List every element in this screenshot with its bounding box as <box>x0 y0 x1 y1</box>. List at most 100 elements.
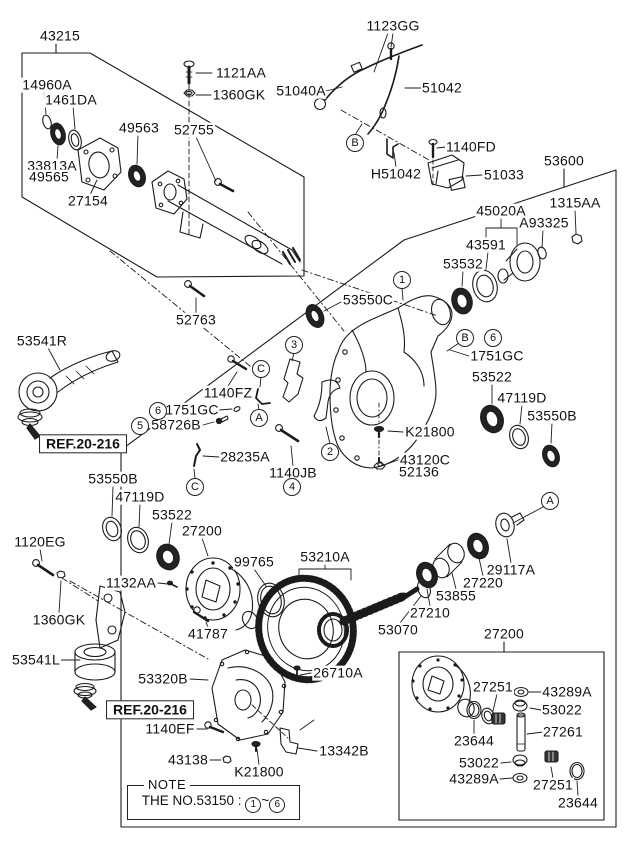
part-label-27200-box: 27200 <box>483 625 525 642</box>
part-label-23644-2: 23644 <box>557 794 599 811</box>
part-label-52755: 52755 <box>173 121 215 138</box>
part-label-53532: 53532 <box>442 255 484 272</box>
part-label-K21800-mid: K21800 <box>404 423 456 440</box>
mid-bracket-icons <box>193 355 341 467</box>
idler-arm-upper-drawing <box>17 350 121 440</box>
part-label-1120EG: 1120EG <box>13 533 67 550</box>
part-label-K21800-bottom: K21800 <box>233 763 285 780</box>
marker-C-mid: C <box>252 360 270 378</box>
harness-drawing <box>313 42 466 191</box>
part-label-13342B: 13342B <box>318 742 370 759</box>
part-label-99765: 99765 <box>233 553 275 570</box>
part-label-53541L: 53541L <box>11 651 61 668</box>
part-label-27220: 27220 <box>462 574 504 591</box>
part-label-29117A: 29117A <box>485 561 537 578</box>
part-label-1140FD: 1140FD <box>445 138 497 155</box>
part-label-1751GC-right: 1751GC <box>469 347 525 364</box>
part-label-53550C: 53550C <box>341 291 395 308</box>
part-label-27251-1: 27251 <box>472 678 514 695</box>
diff-case-left-drawing <box>166 557 285 631</box>
part-label-53600: 53600 <box>543 152 585 169</box>
part-label-26710A: 26710A <box>312 664 364 681</box>
part-label-53070: 53070 <box>377 621 419 638</box>
marker-no3: 3 <box>285 336 303 354</box>
note-body: THE NO.53150 : 1~6 <box>128 793 299 813</box>
marker-no2: 2 <box>321 443 339 461</box>
part-label-47119D-left: 47119D <box>114 488 166 505</box>
part-label-1315AA: 1315AA <box>548 194 602 211</box>
axle-tube-drawing <box>42 114 301 265</box>
part-label-53522-right: 53522 <box>471 368 513 385</box>
frame-box-53600 <box>120 167 617 828</box>
part-label-49563: 49563 <box>118 119 160 136</box>
part-label-52136: 52136 <box>398 463 440 480</box>
part-label-43289A-1: 43289A <box>541 683 593 700</box>
part-label-14960A: 14960A <box>21 76 73 93</box>
cover-drawing <box>204 649 315 764</box>
part-label-27154: 27154 <box>67 192 109 209</box>
marker-no1: 1 <box>393 271 411 289</box>
part-label-1751GC-mid: 1751GC <box>164 401 220 418</box>
note-title: NOTE <box>144 777 191 792</box>
marker-A-right: A <box>541 492 559 510</box>
part-label-43120C: 43120C <box>398 451 452 468</box>
part-label-43591: 43591 <box>465 236 507 253</box>
left-seal-stack <box>102 516 180 571</box>
marker-no5: 5 <box>131 417 149 435</box>
note-prefix: THE NO.53150 : <box>141 793 242 808</box>
part-label-53022-1: 53022 <box>541 701 583 718</box>
subbox-diff-case-drawing <box>411 655 585 784</box>
part-label-45020A: 45020A <box>475 202 527 219</box>
part-label-53541R: 53541R <box>15 332 69 349</box>
note-range-start-circle: 1 <box>245 797 262 813</box>
part-label-49565: 49565 <box>28 168 70 185</box>
ref-label-ref-lower: REF.20-216 <box>106 700 194 720</box>
part-label-1461DA: 1461DA <box>44 91 98 108</box>
part-label-A93325: A93325 <box>518 214 570 231</box>
part-label-1123GG: 1123GG <box>365 17 421 34</box>
part-label-27261: 27261 <box>542 723 584 740</box>
part-label-1132AA: 1132AA <box>105 574 157 591</box>
construction-lines <box>61 84 439 739</box>
part-label-53022-2: 53022 <box>458 754 500 771</box>
part-label-43289A-2: 43289A <box>448 770 500 787</box>
part-label-58726B: 58726B <box>150 416 202 433</box>
part-label-1360GK-top: 1360GK <box>211 86 267 103</box>
part-label-43215: 43215 <box>39 27 81 44</box>
part-label-23644-1: 23644 <box>453 732 495 749</box>
part-label-41787: 41787 <box>187 625 229 642</box>
marker-B-mid: B <box>456 329 474 347</box>
marker-no6-right: 6 <box>484 329 502 347</box>
ref-label-ref-upper: REF.20-216 <box>39 434 127 454</box>
part-label-1140FZ: 1140FZ <box>202 384 254 401</box>
part-label-28235A: 28235A <box>219 448 271 465</box>
marker-B-top: B <box>346 134 364 152</box>
part-label-27200-left: 27200 <box>181 522 223 539</box>
part-label-51033: 51033 <box>483 166 525 183</box>
right-seal-stack <box>373 404 560 470</box>
part-label-27251-2: 27251 <box>532 776 574 793</box>
marker-no4: 4 <box>283 478 301 496</box>
part-label-51042: 51042 <box>421 79 463 96</box>
diff-housing-drawing <box>305 295 453 469</box>
part-label-1121AA: 1121AA <box>215 64 267 81</box>
spider-kit-icons <box>466 686 585 784</box>
bolt-icons-top <box>183 60 235 298</box>
part-label-27210: 27210 <box>409 604 451 621</box>
part-label-47119D-right: 47119D <box>496 389 548 406</box>
part-label-53855: 53855 <box>435 587 477 604</box>
frame-box-27200 <box>398 640 605 821</box>
part-label-53210A: 53210A <box>299 548 351 565</box>
part-label-51040A: 51040A <box>275 82 327 99</box>
part-label-53550B-right: 53550B <box>526 407 578 424</box>
note-range-separator: ~ <box>261 793 270 808</box>
knuckle-lower-drawing <box>32 559 126 711</box>
pinion-flange-drawing <box>451 233 583 315</box>
part-label-53320B: 53320B <box>137 670 189 687</box>
part-label-52763: 52763 <box>175 311 217 328</box>
part-label-53522-left: 53522 <box>151 506 193 523</box>
part-label-43138: 43138 <box>167 751 209 768</box>
pinion-shaft-drawing <box>317 512 525 648</box>
